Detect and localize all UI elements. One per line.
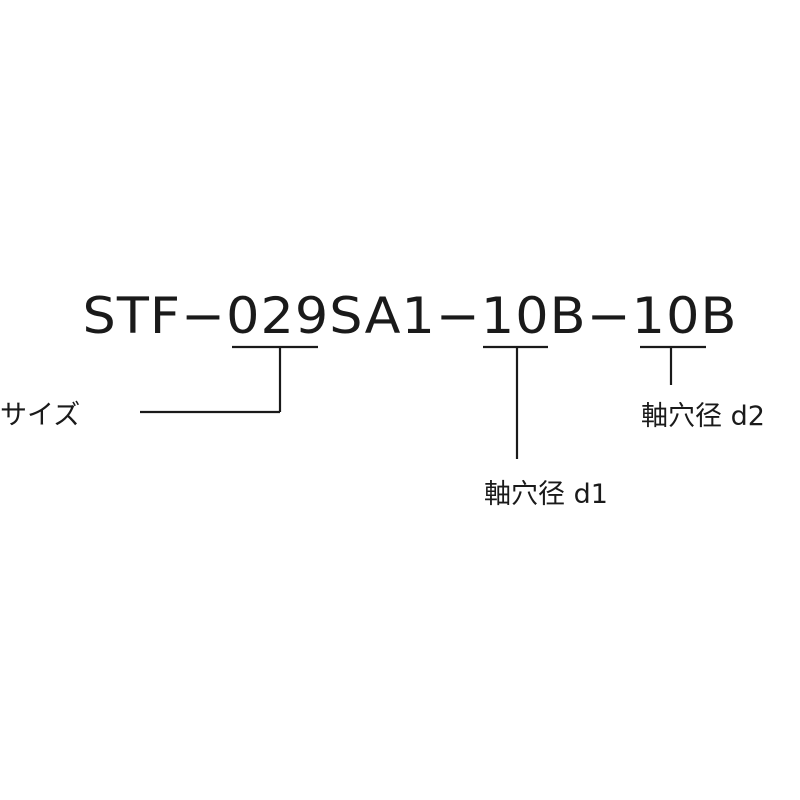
part-number: STF−029SA1−10B−10B [83,287,738,345]
size-bracket [140,345,318,414]
size-label: サイズ [0,400,80,431]
bore-d2-label: 軸穴径 d2 [641,401,765,432]
bore-d1-label: 軸穴径 d1 [484,479,608,510]
bore-d2-bracket [640,345,706,385]
bore-d1-bracket [483,345,548,459]
